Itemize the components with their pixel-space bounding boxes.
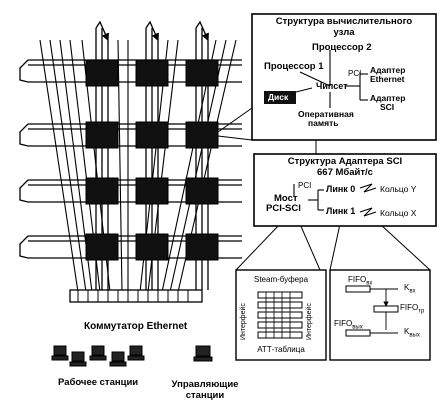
bridge-label: Мост <box>274 193 298 204</box>
adapter-sci-label: Адаптер <box>370 93 406 103</box>
pci-label: PCI <box>348 69 362 78</box>
sci-pci-label: PCI <box>298 181 312 190</box>
processor-2-label: Процессор 2 <box>312 42 372 53</box>
att-table-label: АТТ-таблица <box>257 345 305 354</box>
ethernet-switch <box>69 289 203 303</box>
link-0-label: Линк 0 <box>326 184 356 194</box>
fifo-out-label: FIFOвых <box>334 319 363 331</box>
disk-block <box>264 91 296 104</box>
disk-label: Диск <box>268 92 289 102</box>
interface-right-label: Интерфейс <box>306 303 313 340</box>
adapter-ethernet-label-line2: Ethernet <box>370 74 405 84</box>
bridge-label-line2: PCI-SCI <box>266 203 301 214</box>
processor-1-label: Процессор 1 <box>264 61 324 72</box>
ethernet-switch-label: Коммутатор Ethernet <box>84 321 188 332</box>
interface-left-label: Интерфейс <box>240 303 247 340</box>
control-stations-label: Управляющие <box>171 379 239 390</box>
fifo-detail-box <box>329 269 431 361</box>
workstations-label: Рабочее станции <box>58 377 139 388</box>
steam-buffers-label: Steam-буфера <box>253 275 309 284</box>
ring-x-label: Кольцо X <box>380 208 417 218</box>
control-stations-label-line2: станции <box>185 390 225 401</box>
steam-buffer-cells <box>257 291 303 339</box>
sci-adapter-speed: 667 Мбайт/с <box>317 167 373 178</box>
fifo-in-label: FIFOвх <box>348 275 373 287</box>
ram-label: Оперативная <box>298 109 354 119</box>
link-1-label: Линк 1 <box>326 206 356 216</box>
sci-adapter-title: Структура Адаптера SCI <box>287 156 403 167</box>
k-out-label: Kвых <box>404 327 420 339</box>
sci-adapter-box <box>253 153 437 227</box>
node-structure-box <box>251 13 437 141</box>
chipset-label: Чипсет <box>316 81 348 91</box>
fifo-tr-label: FIFOтр <box>400 303 425 315</box>
adapter-ethernet-label: Адаптер <box>370 65 406 75</box>
node-structure-title-line2: узла <box>333 27 355 38</box>
ram-label-line2: память <box>308 118 339 128</box>
adapter-sci-label-line2: SCI <box>380 102 395 112</box>
workstation-icons <box>51 345 213 367</box>
k-in-label: Kвх <box>404 283 416 295</box>
ring-y-label: Кольцо Y <box>380 184 417 194</box>
sci-ring-x-lines <box>28 59 242 259</box>
compute-nodes <box>85 59 219 261</box>
node-structure-title: Структура вычислительного <box>275 16 413 27</box>
